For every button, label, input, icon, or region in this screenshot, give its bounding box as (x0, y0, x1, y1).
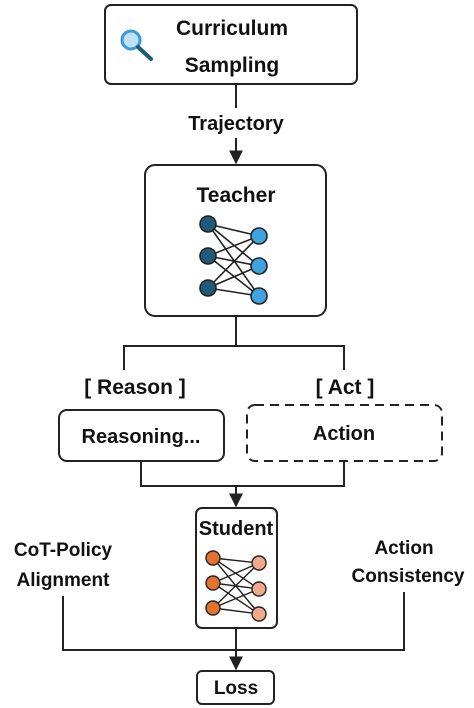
loss-node: Loss (196, 670, 275, 705)
network-node (205, 575, 221, 591)
action-label: Action (313, 423, 375, 445)
magnifier-icon (120, 29, 153, 61)
neural-network-icon (199, 215, 268, 305)
reasoning-label: Reasoning... (82, 426, 201, 448)
network-node (199, 279, 217, 297)
student-title: Student (199, 518, 274, 540)
action-node: Action (246, 404, 443, 462)
network-node (199, 247, 217, 265)
curriculum-label-line1: Curriculum (176, 17, 288, 40)
loss-bracket (62, 592, 405, 651)
act-tag: [ Act ] (316, 376, 375, 399)
cot-policy-label-line1: CoT-Policy (14, 540, 113, 561)
network-node (251, 555, 267, 571)
network-edge (212, 588, 260, 609)
network-node (251, 606, 267, 622)
network-node (205, 600, 221, 616)
network-edge (207, 223, 260, 297)
network-edge (207, 235, 260, 289)
consistency-label-line1: Action (374, 538, 433, 559)
network-edge (207, 235, 260, 257)
network-node (250, 287, 268, 305)
trajectory-label: Trajectory (188, 113, 284, 135)
network-edge (212, 607, 260, 615)
split-bracket (123, 345, 345, 370)
cot-policy-label-line2: Alignment (17, 570, 111, 591)
curriculum-sampling-node: Curriculum Sampling (104, 4, 358, 85)
network-edge (212, 562, 260, 609)
network-node (251, 581, 267, 597)
student-node: Student (195, 507, 278, 629)
consistency-label-line2: Consistency (352, 566, 465, 587)
network-node (250, 227, 268, 245)
teacher-title: Teacher (197, 184, 276, 207)
curriculum-label-line2: Sampling (185, 54, 280, 77)
reason-tag: [ Reason ] (84, 376, 186, 399)
network-edge (212, 557, 260, 564)
network-edge (207, 265, 260, 289)
teacher-node: Teacher (144, 164, 327, 317)
network-node (199, 215, 217, 233)
network-node (250, 257, 268, 275)
merge-bracket (140, 461, 345, 487)
network-edge (207, 223, 260, 267)
neural-network-icon (205, 550, 267, 622)
network-node (205, 550, 221, 566)
network-edge (212, 562, 260, 584)
network-edge (207, 255, 260, 297)
reasoning-node: Reasoning... (58, 409, 225, 462)
loss-label: Loss (214, 678, 258, 699)
